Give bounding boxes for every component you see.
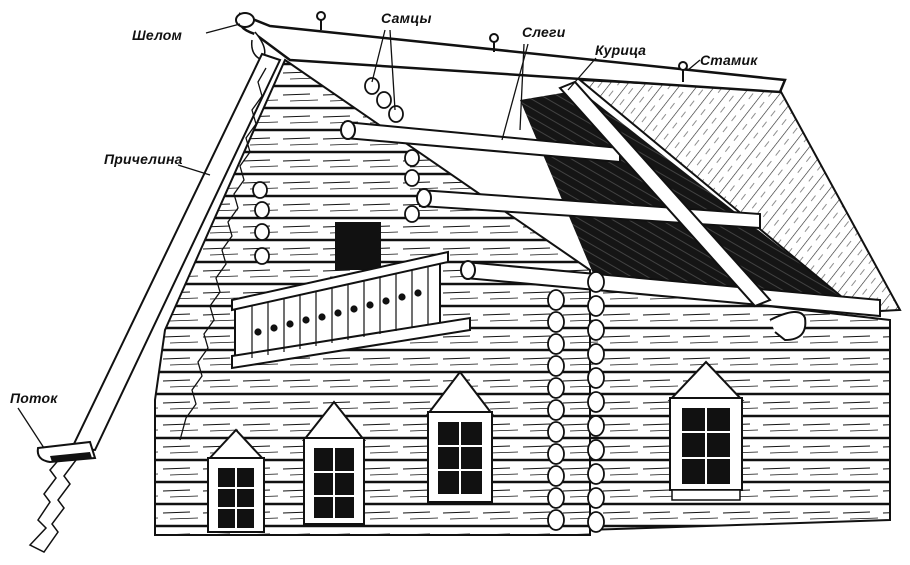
label-slegi: Слеги bbox=[522, 24, 566, 40]
attic-window bbox=[335, 222, 381, 270]
log-ends-corner bbox=[252, 77, 605, 533]
label-kuritsa: Курица bbox=[595, 42, 647, 58]
kuritsa-hook bbox=[558, 80, 807, 342]
slegi-poles bbox=[340, 120, 881, 318]
potok-gutter bbox=[36, 440, 97, 464]
leader-lines bbox=[17, 23, 701, 449]
label-shelom: Шелом bbox=[132, 27, 183, 43]
label-samtsy: Самцы bbox=[381, 10, 432, 26]
window-4 bbox=[667, 360, 745, 501]
label-potok: Поток bbox=[10, 390, 58, 406]
prichelina-board bbox=[28, 52, 282, 553]
window-1 bbox=[205, 428, 267, 533]
stamik-pegs bbox=[316, 11, 688, 82]
roof-opening bbox=[520, 90, 860, 310]
window-3 bbox=[425, 370, 495, 503]
window-2 bbox=[301, 400, 367, 525]
label-stamik: Стамик bbox=[700, 52, 758, 68]
balcony-railing bbox=[231, 250, 471, 370]
label-prichelina: Причелина bbox=[104, 151, 183, 167]
ridge-shelom bbox=[235, 11, 787, 94]
